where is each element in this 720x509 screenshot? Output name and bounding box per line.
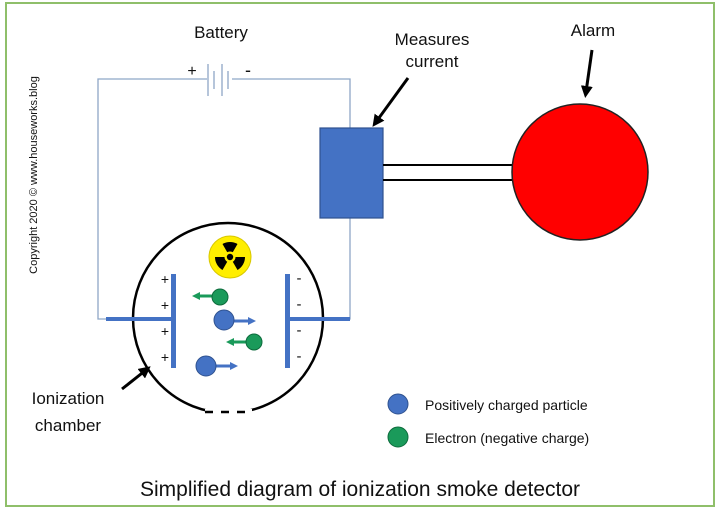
- electron-particle: [226, 333, 263, 351]
- radiation-icon: [208, 235, 252, 279]
- plus-sign: +: [161, 323, 169, 339]
- alarm-arrow: [580, 49, 594, 98]
- copyright-text: Copyright 2020 © www.houseworks.blog: [28, 76, 40, 274]
- ionization-chamber-arrow: [121, 366, 151, 391]
- ionization-chamber-label-line1: Ionization: [32, 389, 105, 408]
- ionization-chamber-label-line2: chamber: [35, 416, 101, 435]
- minus-sign: -: [297, 296, 302, 313]
- legend-positive-swatch: [387, 393, 409, 415]
- legend-electron-label: Electron (negative charge): [425, 430, 589, 446]
- current-meter: [319, 127, 384, 219]
- minus-sign: -: [297, 322, 302, 339]
- measures-current-label-line1: Measures: [395, 30, 470, 49]
- battery-symbol: [207, 64, 229, 96]
- battery-plus-sign: +: [187, 63, 196, 80]
- diagram-title: Simplified diagram of ionization smoke d…: [140, 478, 580, 501]
- alarm-wires: [383, 164, 513, 181]
- plus-sign: +: [161, 271, 169, 287]
- plus-sign: +: [161, 297, 169, 313]
- alarm-label: Alarm: [571, 21, 615, 40]
- measures-current-label-line2: current: [406, 52, 459, 71]
- alarm-circle: [511, 103, 649, 241]
- legend: Positively charged particle Electron (ne…: [387, 393, 589, 448]
- legend-positive-label: Positively charged particle: [425, 397, 588, 413]
- negative-plate: [285, 274, 290, 368]
- positive-plate-signs: + + + +: [161, 271, 169, 365]
- measures-current-arrow: [372, 77, 410, 127]
- legend-electron-swatch: [387, 426, 409, 448]
- positive-plate: [171, 274, 176, 368]
- diagram-frame: [5, 2, 715, 507]
- positive-particle: [213, 309, 256, 331]
- battery-minus-sign: -: [245, 60, 251, 80]
- minus-sign: -: [297, 348, 302, 365]
- negative-plate-signs: - - - -: [297, 270, 302, 365]
- positive-particle: [195, 355, 238, 377]
- electron-particle: [192, 288, 229, 306]
- battery-label: Battery: [194, 23, 248, 42]
- minus-sign: -: [297, 270, 302, 287]
- plus-sign: +: [161, 349, 169, 365]
